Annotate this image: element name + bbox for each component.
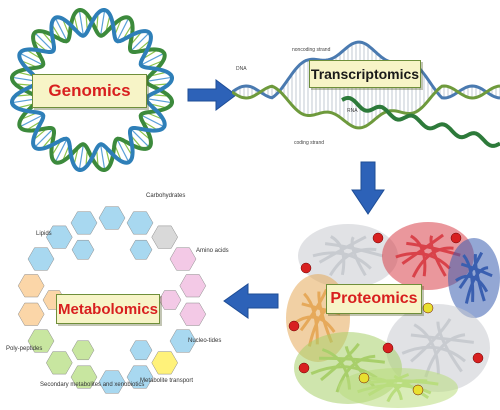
- category-nucleotides: Nucleo-tides: [188, 338, 221, 344]
- protein-ribbon: [357, 383, 432, 395]
- metabolite-hex: [17, 302, 45, 326]
- protein-ribbon: [413, 323, 440, 375]
- transcription-illustration: DNA RNA noncoding strand coding strand: [232, 40, 500, 148]
- base-pair: [116, 17, 130, 42]
- category-lipids: Lipids: [36, 231, 52, 237]
- metabolite-hex: [98, 370, 126, 394]
- base-pair: [140, 52, 165, 66]
- base-pair: [100, 144, 106, 171]
- ligand-sphere: [298, 362, 310, 374]
- metabolite-hex: [98, 206, 126, 230]
- base-pair: [19, 114, 44, 128]
- base-pair: [100, 9, 106, 36]
- metabolite-hex: [70, 365, 98, 389]
- protein-ribbon: [367, 373, 410, 397]
- metabolite-hex: [70, 211, 98, 235]
- metabolite-hex: [71, 239, 95, 260]
- metabolite-hex: [169, 247, 197, 271]
- ligand-sphere: [472, 352, 484, 364]
- metabolite-hex: [179, 302, 207, 326]
- base-pair: [116, 138, 130, 163]
- metabolite-hex: [179, 274, 207, 298]
- metabolite-hex: [151, 351, 178, 375]
- category-carbohydrates: Carbohydrates: [146, 193, 185, 199]
- ligand-sphere: [450, 232, 462, 244]
- dna-ring-illustration: [10, 8, 174, 172]
- ligand-sphere: [300, 262, 312, 274]
- genomics-panel: Genomics: [0, 0, 185, 180]
- metabolite-hex: [151, 225, 178, 249]
- base-pair: [140, 114, 165, 128]
- metabolite-hex: [46, 225, 73, 249]
- protein-ribbon: [401, 345, 466, 363]
- protein-ribbon: [473, 253, 486, 302]
- metabolite-hex: [129, 340, 153, 361]
- metabolite-hex: [126, 365, 154, 389]
- arrow-transcriptomics-to-proteomics: [351, 161, 385, 215]
- base-pair: [78, 9, 84, 36]
- protein-ribbon: [395, 251, 451, 270]
- metabolite-hex: [71, 340, 95, 361]
- metabolomics-label: Metabolomics: [56, 294, 160, 324]
- ligand-sphere: [358, 372, 370, 384]
- protein-ribbon: [318, 235, 367, 264]
- base-pair: [146, 98, 173, 104]
- dna-label: DNA: [236, 66, 247, 72]
- category-polypeptides: Poly-peptides: [6, 346, 42, 352]
- metabolite-hex: [27, 247, 55, 271]
- base-pair: [19, 52, 44, 66]
- transcriptomics-label: Transcriptomics: [309, 60, 421, 88]
- metabolite-hex: [169, 329, 197, 353]
- base-pair: [34, 32, 54, 52]
- metabolite-hex: [158, 290, 182, 310]
- base-pair: [54, 138, 68, 163]
- base-pair: [54, 17, 68, 42]
- protein-ribbon: [312, 251, 372, 270]
- arrow-genomics-to-transcriptomics: [187, 79, 237, 111]
- proteomics-panel: Proteomics: [278, 208, 500, 410]
- category-amino-acids: Amino acids: [196, 248, 229, 254]
- metabolite-hex: [126, 211, 154, 235]
- ligand-sphere: [412, 384, 424, 396]
- base-pair: [130, 128, 150, 148]
- metabolomics-panel: Lipids Carbohydrates Amino acids Nucleo-…: [0, 180, 230, 410]
- metabolic-network-illustration: Lipids Carbohydrates Amino acids Nucleo-…: [6, 193, 229, 394]
- genomics-label: Genomics: [32, 74, 147, 108]
- dna-strand-2: [10, 8, 174, 172]
- category-metabolite-transport: Metabolite transport: [140, 378, 193, 384]
- base-pair: [34, 128, 54, 148]
- ligand-sphere: [288, 320, 300, 332]
- metabolite-hex: [129, 239, 153, 260]
- transcriptomics-panel: DNA RNA noncoding strand coding strand T…: [232, 30, 500, 160]
- proteomics-label: Proteomics: [326, 284, 422, 314]
- metabolite-hex: [17, 274, 45, 298]
- base-pair: [130, 32, 150, 52]
- metabolite-hex: [27, 329, 55, 353]
- arrow-proteomics-to-metabolomics: [223, 283, 279, 319]
- base-pair: [146, 76, 173, 82]
- noncoding-strand: [232, 40, 500, 100]
- protein-ribbon: [436, 321, 463, 373]
- coding-strand-label: coding strand: [294, 140, 324, 146]
- protein-structure-illustration: [286, 222, 500, 408]
- base-pair: [78, 144, 84, 171]
- protein-ribbon: [424, 333, 466, 378]
- category-secondary-metabolites: Secondary metabolites and xenobiotics: [40, 382, 144, 388]
- protein-ribbon: [410, 333, 474, 344]
- protein-ribbon: [319, 356, 385, 364]
- ligand-sphere: [382, 342, 394, 354]
- rna-label: RNA: [347, 108, 358, 114]
- protein-ribbon: [324, 242, 384, 258]
- noncoding-strand-label: noncoding strand: [292, 47, 331, 53]
- ligand-sphere: [372, 232, 384, 244]
- coding-strand: [232, 84, 500, 130]
- metabolite-hex: [46, 351, 73, 375]
- rna-strand: [341, 95, 500, 148]
- ligand-sphere: [422, 302, 434, 314]
